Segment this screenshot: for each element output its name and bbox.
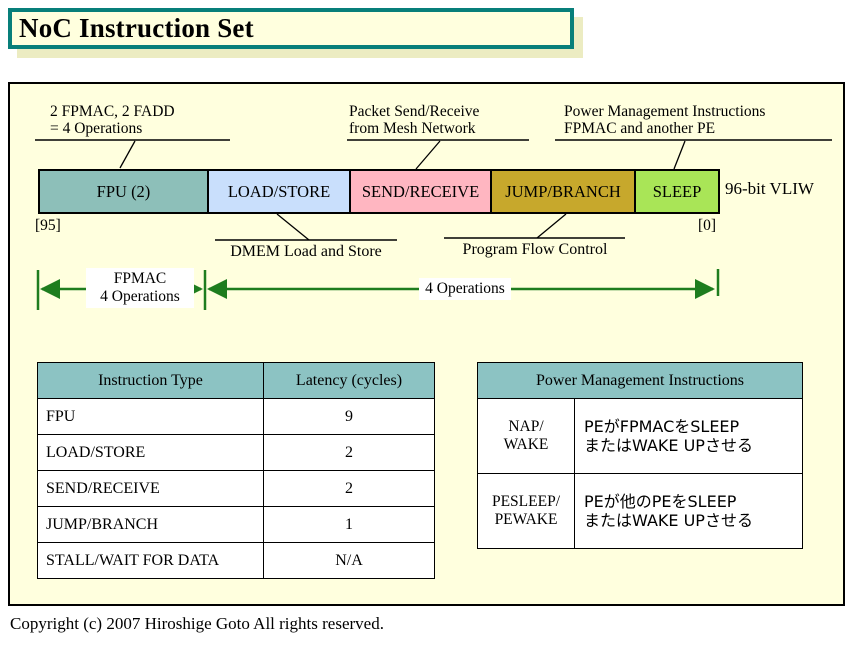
callout-fpmac-line1: 2 FPMAC, 2 FADD (50, 103, 175, 120)
program-flow-label: Program Flow Control (462, 241, 608, 258)
callout-packet-line2: from Mesh Network (349, 120, 476, 137)
table-row: SEND/RECEIVE 2 (37, 470, 435, 507)
table-row: FPU 9 (37, 398, 435, 435)
power-row-nap-name: NAP/ WAKE (477, 398, 575, 474)
vliw-field-sleep: SLEEP (634, 169, 720, 214)
vliw-field-sendreceive: SEND/RECEIVE (349, 169, 492, 214)
connector-sleep (673, 140, 686, 170)
copyright-text: Copyright (c) 2007 Hiroshige Goto All ri… (10, 614, 384, 633)
callout-fpmac: 2 FPMAC, 2 FADD = 4 Operations (50, 103, 175, 137)
page-title: NoC Instruction Set (19, 13, 254, 43)
vliw-field-sleep-label: SLEEP (652, 181, 702, 201)
dmem-label: DMEM Load and Store (230, 243, 382, 260)
fpmac-span-label: FPMAC 4 Operations (86, 268, 194, 308)
latency-row-stall-value: N/A (263, 542, 435, 579)
fpmac-span-label-line1: FPMAC (113, 270, 167, 287)
connector-fpu (119, 140, 136, 169)
latency-table: Instruction Type Latency (cycles) FPU 9 … (37, 362, 435, 579)
power-row-pesleep-name-line2: PEWAKE (494, 511, 558, 528)
connector-program (536, 213, 567, 239)
slide-title-box: NoC Instruction Set (8, 8, 574, 49)
vliw-field-loadstore: LOAD/STORE (207, 169, 351, 214)
vliw-field-loadstore-label: LOAD/STORE (227, 181, 331, 201)
power-row-nap-name-line1: NAP/ (508, 418, 544, 435)
vliw-field-jumpbranch: JUMP/BRANCH (490, 169, 636, 214)
vliw-field-fpu-label: FPU (2) (96, 181, 151, 201)
latency-row-loadstore-type: LOAD/STORE (37, 434, 264, 471)
callout-packet: Packet Send/Receive from Mesh Network (349, 103, 479, 137)
latency-row-stall-type: STALL/WAIT FOR DATA (37, 542, 264, 579)
power-row-pesleep-name-line1: PESLEEP/ (491, 493, 561, 510)
ops-span-label-text: 4 Operations (425, 280, 505, 297)
table-row: JUMP/BRANCH 1 (37, 506, 435, 543)
vliw-field-fpu: FPU (2) (38, 169, 209, 214)
table-row: NAP/ WAKE PEがFPMACをSLEEP またはWAKE UPさせる (477, 398, 804, 474)
power-row-nap-desc-line2: またはWAKE UPさせる (584, 436, 753, 455)
power-row-pesleep-desc-line2: またはWAKE UPさせる (584, 511, 753, 530)
bit-index-high: [95] (35, 217, 61, 234)
power-row-pesleep-desc-line1: PEが他のPEをSLEEP (584, 492, 737, 511)
latency-row-sendreceive-type: SEND/RECEIVE (37, 470, 264, 507)
vliw-field-sendreceive-label: SEND/RECEIVE (361, 181, 480, 201)
latency-row-sendreceive-value: 2 (263, 470, 435, 507)
content-panel: 2 FPMAC, 2 FADD = 4 Operations Packet Se… (8, 82, 845, 606)
callout-packet-line1: Packet Send/Receive (349, 103, 480, 120)
fpmac-span-label-line2: 4 Operations (100, 288, 180, 305)
latency-header-type: Instruction Type (37, 362, 264, 399)
latency-row-loadstore-value: 2 (263, 434, 435, 471)
callout-power-line2: FPMAC and another PE (564, 120, 716, 137)
latency-row-fpu-type: FPU (37, 398, 264, 435)
power-management-table: Power Management Instructions NAP/ WAKE … (476, 362, 804, 549)
latency-header-cycles: Latency (cycles) (263, 362, 435, 399)
power-table-header: Power Management Instructions (476, 362, 804, 399)
table-row: PESLEEP/ PEWAKE PEが他のPEをSLEEP またはWAKE UP… (477, 473, 804, 549)
bit-index-low: [0] (698, 217, 717, 234)
callout-power-line1: Power Management Instructions (564, 103, 766, 120)
table-header-row: Power Management Instructions (476, 362, 804, 399)
latency-row-fpu-value: 9 (263, 398, 435, 435)
vliw-field-jumpbranch-label: JUMP/BRANCH (505, 181, 621, 201)
power-row-pesleep-name: PESLEEP/ PEWAKE (477, 473, 575, 549)
latency-row-jumpbranch-type: JUMP/BRANCH (37, 506, 264, 543)
ops-span-label: 4 Operations (419, 278, 511, 300)
callout-fpmac-line2: = 4 Operations (50, 120, 143, 137)
table-row: STALL/WAIT FOR DATA N/A (37, 542, 435, 579)
connector-dmem (276, 213, 310, 241)
connector-send (415, 140, 441, 170)
latency-row-jumpbranch-value: 1 (263, 506, 435, 543)
table-header-row: Instruction Type Latency (cycles) (37, 362, 435, 399)
power-row-nap-name-line2: WAKE (503, 436, 549, 453)
power-row-pesleep-desc: PEが他のPEをSLEEP またはWAKE UPさせる (573, 473, 804, 549)
power-row-nap-desc: PEがFPMACをSLEEP またはWAKE UPさせる (573, 398, 804, 474)
callout-power: Power Management Instructions FPMAC and … (564, 103, 765, 137)
power-row-nap-desc-line1: PEがFPMACをSLEEP (584, 417, 740, 436)
table-row: LOAD/STORE 2 (37, 434, 435, 471)
vliw-width-label: 96-bit VLIW (725, 179, 814, 198)
